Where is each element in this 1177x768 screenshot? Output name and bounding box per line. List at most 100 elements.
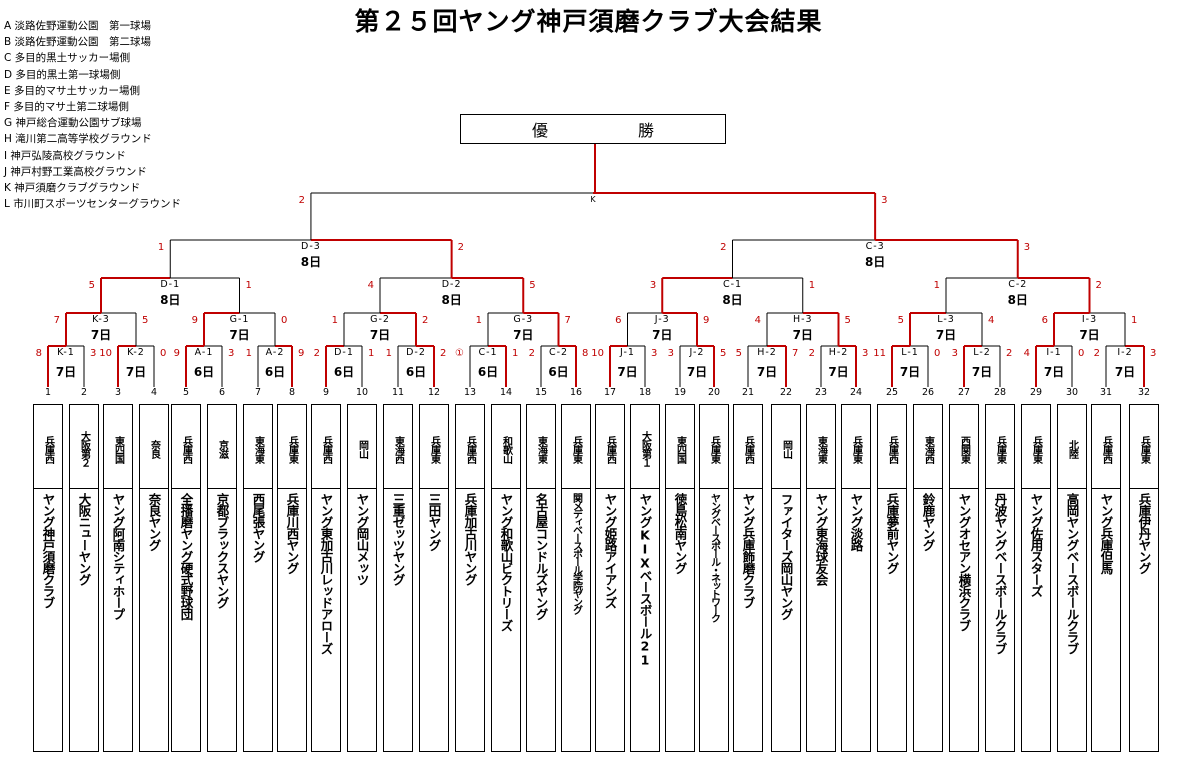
score-left: 4 [755, 315, 761, 326]
score-left: 1 [246, 348, 252, 359]
team-name: 京都ブラックスヤング [214, 493, 230, 608]
match-id: C-2 [549, 347, 568, 358]
team-name: ヤング東加古川レッドアローズ [318, 493, 334, 654]
team-name: 奈良ヤング [146, 493, 162, 551]
team-number: 26 [921, 387, 935, 398]
match-date: 7日 [1044, 365, 1064, 379]
match-date: 7日 [936, 328, 956, 342]
team-entry: 兵庫西兵庫加古川ヤング [455, 404, 485, 752]
match-date: 7日 [793, 328, 813, 342]
team-entry: 兵庫東丹波ヤングベースボールクラブ [985, 404, 1015, 752]
match-id: K-2 [127, 347, 145, 358]
team-region: 東海西 [922, 435, 934, 463]
team-entry: 兵庫東三田ヤング [419, 404, 449, 752]
match-id: J-2 [689, 347, 705, 358]
team-number: 8 [288, 387, 296, 398]
score-right: 2 [422, 315, 428, 326]
team-region: 東四国 [674, 435, 686, 463]
team-entry: 兵庫東兵庫川西ヤング [277, 404, 307, 752]
score-left: 11 [873, 348, 886, 359]
match-id: H-3 [793, 314, 813, 325]
team-entry: 東四国徳島松南ヤング [665, 404, 695, 752]
venue-item: H 滝川第二高等学校グラウンド [4, 133, 152, 146]
score-right: 1 [809, 280, 815, 291]
team-region: 兵庫西 [1100, 435, 1112, 463]
score-left: 10 [591, 348, 604, 359]
score-left: 1 [386, 348, 392, 359]
team-number: 3 [114, 387, 122, 398]
team-region: 兵庫西 [604, 435, 616, 463]
score-right: 5 [142, 315, 148, 326]
match-date: 7日 [1079, 328, 1099, 342]
team-name: ヤング東海球友会 [813, 493, 829, 585]
team-entry: 東四国ヤング阿南シティホープ [103, 404, 133, 752]
team-entry: 兵庫西ヤング神戸須磨クラブ [33, 404, 63, 752]
team-number: 31 [1099, 387, 1113, 398]
team-entry: 東海西三重ゼッツヤング [383, 404, 413, 752]
team-number: 29 [1029, 387, 1043, 398]
team-region: 北陸 [1066, 440, 1078, 458]
team-entry: 兵庫西全播磨ヤング硬式野球団 [171, 404, 201, 752]
team-region: 東四国 [112, 435, 124, 463]
team-region: 兵庫東 [708, 435, 720, 463]
match-id: I-1 [1046, 347, 1061, 358]
match-date: 7日 [56, 365, 76, 379]
match-id: C-1 [478, 347, 497, 358]
score-right: 3 [651, 348, 657, 359]
score-right: 2 [440, 348, 446, 359]
score-left: 5 [736, 348, 742, 359]
team-number: 15 [534, 387, 548, 398]
score-left: ① [455, 348, 464, 359]
team-number: 12 [427, 387, 441, 398]
team-region: 東海東 [815, 435, 827, 463]
team-name: ファイターズ岡山ヤング [778, 493, 794, 620]
team-region: 兵庫東 [428, 435, 440, 463]
match-date: 6日 [334, 365, 354, 379]
team-region: 兵庫東 [1030, 435, 1042, 463]
team-entry: 兵庫東ヤングベースボール・ネットワーク [699, 404, 729, 752]
match-id: D-1 [334, 347, 354, 358]
venue-item: I 神戸弘陵高校グラウンド [4, 149, 126, 162]
score-right: 5 [845, 315, 851, 326]
score-left: 7 [54, 315, 60, 326]
team-number: 25 [885, 387, 899, 398]
team-name: ヤング和歌山ビクトリーズ [498, 493, 514, 631]
team-entry: 兵庫西ヤング兵庫飾磨クラブ [733, 404, 763, 752]
team-number: 2 [80, 387, 88, 398]
match-id: D-3 [301, 241, 321, 252]
score-left: 4 [368, 280, 374, 291]
match-id: A-2 [266, 347, 285, 358]
team-number: 32 [1137, 387, 1151, 398]
team-name: ヤング岡山メッツ [354, 493, 370, 585]
score-right: 2 [1006, 348, 1012, 359]
team-region: 岡山 [356, 440, 368, 458]
team-region: 兵庫東 [286, 435, 298, 463]
team-number: 22 [779, 387, 793, 398]
team-number: 23 [814, 387, 828, 398]
score-left: 2 [809, 348, 815, 359]
team-entry: 兵庫西ヤング東加古川レッドアローズ [311, 404, 341, 752]
match-date: 8日 [865, 255, 885, 269]
venue-item: A 淡路佐野運動公園 第一球場 [4, 20, 152, 32]
match-id: L-2 [973, 347, 991, 358]
team-number: 24 [849, 387, 863, 398]
score-right: 4 [988, 315, 994, 326]
team-entry: 兵庫東ヤング佐用スターズ [1021, 404, 1051, 752]
team-region: 兵庫東 [850, 435, 862, 463]
score-left: 5 [898, 315, 904, 326]
team-number: 9 [322, 387, 330, 398]
venue-item: C 多目的黒土サッカー場側 [4, 52, 131, 65]
score-right: 1 [1131, 315, 1137, 326]
team-entry: 東海東西尾張ヤング [243, 404, 273, 752]
team-region: 大阪第２ [78, 431, 90, 467]
team-name: 兵庫加古川ヤング [462, 493, 478, 585]
team-entry: 兵庫東関メディベースボール学院ヤング [561, 404, 591, 752]
venue-item: F 多目的マサ土第二球場側 [4, 101, 129, 114]
match-date: 8日 [722, 293, 742, 307]
team-entry: 京滋京都ブラックスヤング [207, 404, 237, 752]
match-id: G-1 [230, 314, 250, 325]
team-name: ヤングベースボール・ネットワーク [708, 493, 720, 621]
team-region: 兵庫東 [994, 435, 1006, 463]
